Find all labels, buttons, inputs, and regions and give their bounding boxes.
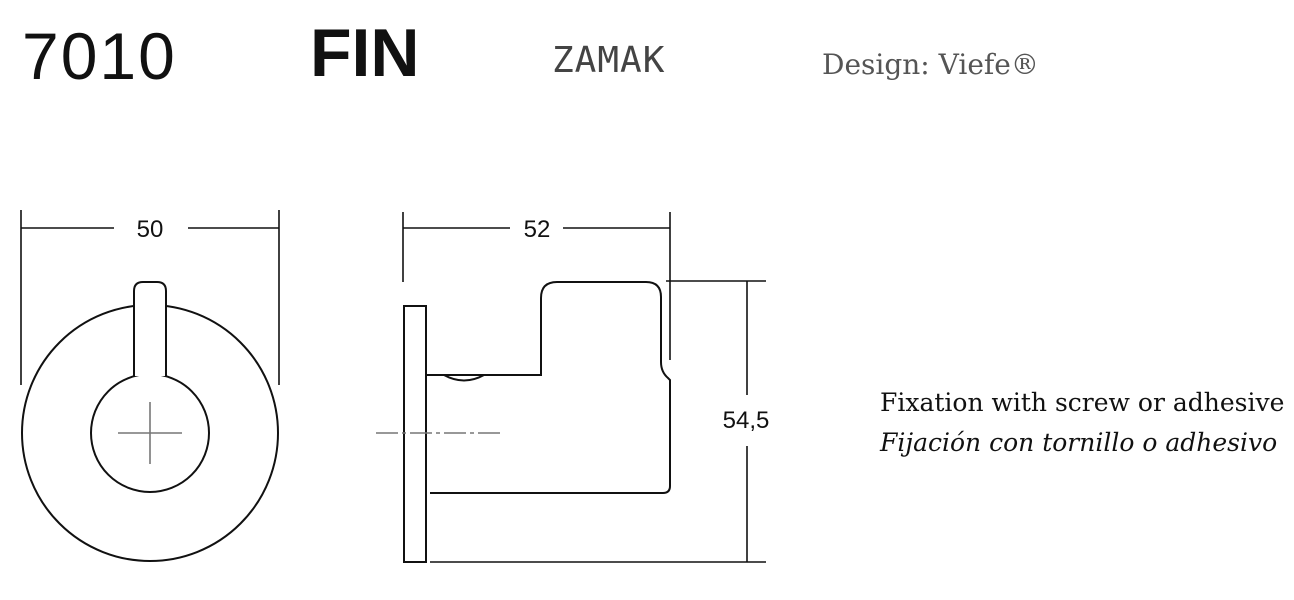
side-hook-notch (443, 374, 485, 382)
side-depth-label: 52 (524, 216, 551, 243)
front-width-label: 50 (137, 216, 164, 243)
side-hook-profile (426, 281, 671, 494)
side-height-label: 54,5 (723, 407, 770, 434)
front-view (20, 210, 280, 562)
designer-credit: Design: Viefe® (822, 48, 1039, 81)
fixation-note-spanish: Fijación con tornillo o adhesivo (880, 428, 1278, 457)
side-view (376, 212, 766, 563)
material-label: ZAMAK (552, 40, 666, 81)
side-wall-plate (403, 305, 427, 563)
model-code: 7010 (22, 19, 177, 93)
product-name: FIN (310, 15, 420, 91)
front-hook-arm (133, 281, 167, 376)
fixation-note-english: Fixation with screw or adhesive (880, 388, 1285, 417)
